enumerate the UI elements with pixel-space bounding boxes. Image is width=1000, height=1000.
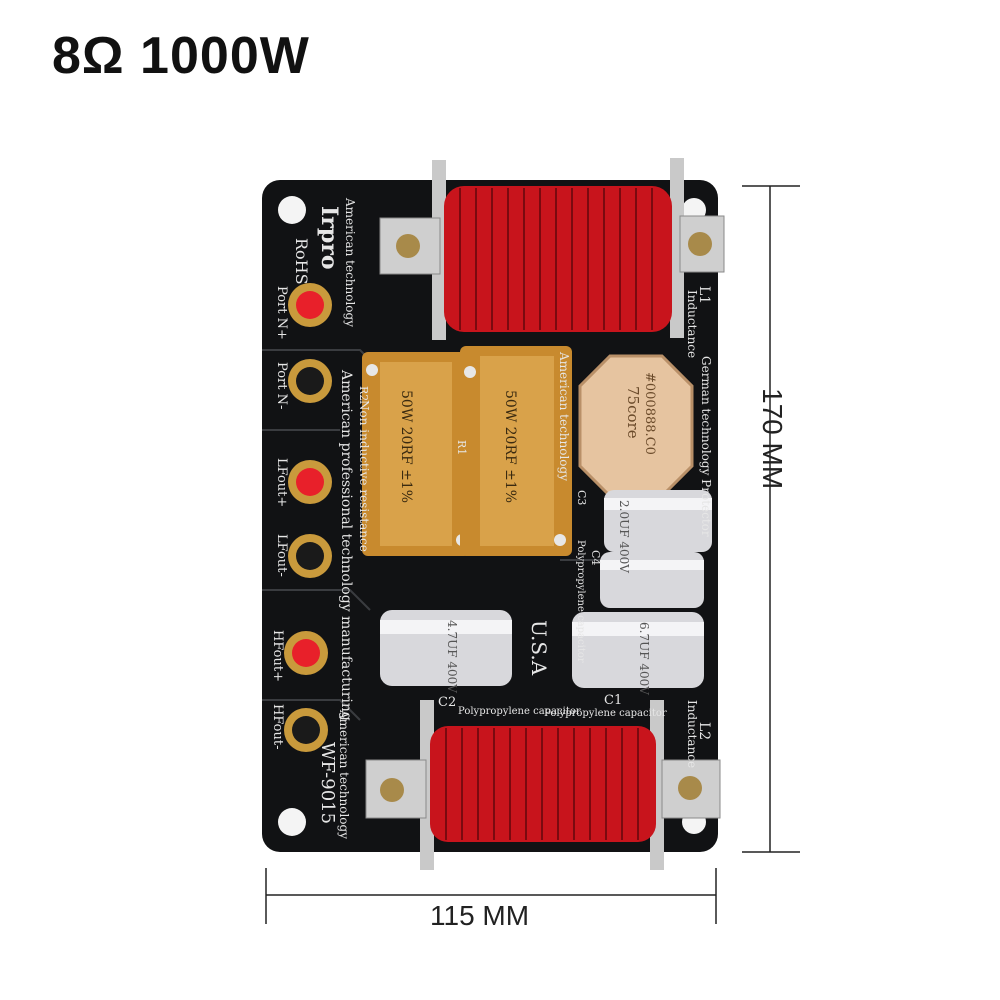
resistor-marking-r2: 50W 20RF ±1% — [398, 390, 414, 503]
silk-polypropylene-c2: Polypropylene capacitor — [458, 706, 581, 717]
cap-ref-c1: C1 — [604, 693, 622, 708]
capacitor-c1 — [572, 612, 704, 688]
resistor-r1 — [460, 346, 572, 556]
silk-american-technology-mid: American technology — [557, 351, 571, 481]
silk-german-protector: German technology Protector — [699, 356, 713, 537]
rohs-label: RoHS — [292, 238, 311, 285]
silk-resistance-r2: Non inductive resistance — [357, 400, 371, 552]
cap-marking-c1: 6.7UF 400V — [637, 622, 651, 695]
cap-marking-c2: 4.7UF 400V — [445, 620, 459, 693]
inductor-l2 — [365, 700, 721, 870]
capacitor-c4 — [600, 552, 704, 608]
cap-ref-c3: C3 — [575, 490, 588, 505]
terminal-hfout-minus — [284, 708, 328, 752]
silk-american-technology-bottom: American technology — [337, 709, 351, 839]
country-label: U.S.A — [527, 620, 551, 676]
silk-inductance-l1: Inductance — [685, 290, 699, 358]
port-label-n-minus: Port N- — [274, 362, 289, 409]
resistor-marking-r1: 50W 20RF ±1% — [502, 390, 518, 503]
port-label-n-plus: Port N+ — [274, 286, 289, 340]
model-label: WF-9015 — [317, 742, 338, 824]
resistor-ref-r1: R1 — [455, 440, 468, 455]
port-label-lfout-plus: LFout+ — [274, 458, 289, 507]
resistor-ref-r2: R2 — [357, 386, 370, 401]
protector-line-2: #000888.C0 — [642, 372, 657, 455]
silk-polypropylene-c1: Polypropylene capacitor — [544, 708, 667, 719]
capacitor-c3 — [604, 490, 712, 552]
height-dimension-label: 170 MM — [757, 388, 788, 490]
inductor-label-l2: L2 — [696, 722, 712, 740]
cap-ref-c4: C4 — [589, 550, 602, 565]
product-title: 8Ω 1000W — [52, 27, 310, 85]
silk-manufacturing: American professional technology manufac… — [338, 369, 354, 721]
port-label-lfout-minus: LFout- — [274, 534, 289, 577]
width-dimension-label: 115 MM — [430, 900, 530, 931]
mount-hole — [278, 196, 306, 224]
capacitor-c2 — [380, 610, 512, 686]
port-label-hfout-minus: HFout- — [270, 704, 285, 749]
inductor-label-l1: L1 — [696, 286, 712, 304]
silk-american-technology-top: American technology — [343, 197, 357, 327]
resistor-r2 — [362, 352, 470, 556]
silk-polypropylene-c4: Polypropylene capacitor — [575, 540, 586, 663]
terminal-port-n-plus — [288, 283, 332, 327]
silk-inductance-l2: Inductance — [685, 700, 699, 768]
terminal-lfout-plus — [288, 460, 332, 504]
terminal-hfout-plus — [284, 631, 328, 675]
port-label-hfout-plus: HFout+ — [270, 630, 285, 682]
brand-label: Irpro — [316, 206, 342, 270]
mount-hole — [278, 808, 306, 836]
cap-ref-c2: C2 — [438, 695, 456, 710]
terminal-port-n-minus — [288, 359, 332, 403]
terminal-lfout-minus — [288, 534, 332, 578]
protector-line-1: 75core — [624, 386, 642, 439]
cap-marking-c3: 2.0UF 400V — [617, 500, 631, 573]
inductor-l1 — [379, 158, 725, 340]
